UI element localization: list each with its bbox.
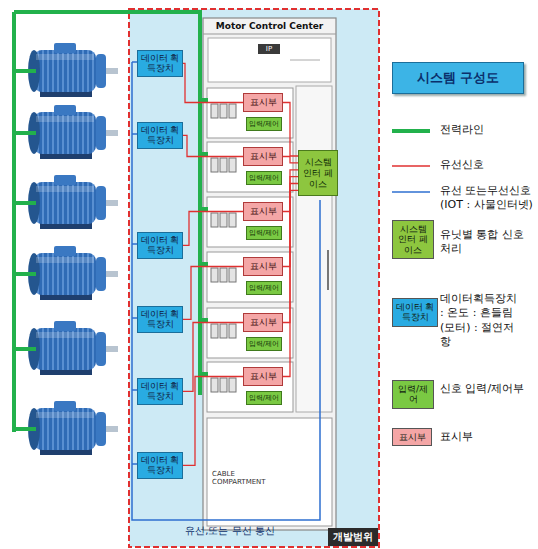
line-label: 유선,또는 무선 통신	[160, 524, 300, 538]
input-control-box: 입력/제어	[246, 226, 282, 240]
signal-line	[283, 157, 298, 163]
compartment-label: CABLE COMPARTMENT	[212, 470, 274, 486]
text: 표시부	[440, 430, 532, 444]
legend-text: 유선 또는무선신호 (IOT : 사물인터넷)	[440, 184, 535, 213]
text: 입력/제어	[248, 173, 280, 183]
text: 표시부	[245, 260, 281, 273]
legend-text: 신호 입력/제어부	[440, 382, 532, 396]
text: 표시부	[245, 150, 281, 163]
display-box: 표시부	[243, 313, 283, 332]
legend-sample-text: 표시부	[395, 432, 429, 442]
text: 유닛별 통합 신호처리	[440, 228, 532, 257]
legend-sample-text: 데이터 획득장치	[395, 302, 435, 323]
diagram-title: 시스템 구성도	[392, 62, 524, 94]
signal-line	[283, 190, 298, 376]
text: 데이터 획득장치	[140, 381, 180, 402]
text: 표시부	[245, 205, 281, 218]
text: 입력/제어	[248, 119, 280, 129]
text: 입력/제어	[248, 283, 280, 293]
input-control-box: 입력/제어	[246, 117, 282, 131]
text: 시스템 구성도	[395, 69, 521, 87]
text: 데이터 획득장치	[140, 53, 180, 74]
legend-swatch: 표시부	[392, 428, 432, 446]
motor-control-center: Motor Control Center표시부입력/제어표시부입력/제어표시부입…	[203, 18, 336, 530]
input-control-box: 입력/제어	[246, 337, 282, 351]
mcc-cabinet	[203, 18, 336, 530]
legend-text: 유선신호	[440, 158, 535, 172]
input-control-box: 입력/제어	[246, 391, 282, 405]
legend-sample-text: 시스템 인터 페이스	[395, 224, 431, 255]
signal-line	[283, 103, 298, 157]
signal-line	[183, 323, 243, 392]
ip-tag: IP	[258, 45, 280, 53]
legend-sample-text: 입력/제어	[395, 384, 431, 405]
ip-tag: IP	[258, 44, 280, 54]
data-acquisition-box: 데이터 획득장치	[137, 306, 183, 333]
text: 개발범위	[328, 528, 378, 546]
data-acquisition-box: 데이터 획득장치	[137, 232, 183, 259]
legend-swatch: 데이터 획득장치	[392, 298, 438, 327]
display-box: 표시부	[243, 257, 283, 276]
text: 입력/제어	[248, 228, 280, 238]
display-box: 표시부	[243, 367, 283, 386]
data-acquisition-box: 데이터 획득장치	[137, 50, 183, 77]
text: 표시부	[245, 370, 281, 383]
scope-region: 개발범위데이터 획득장치데이터 획득장치데이터 획득장치데이터 획득장치데이터 …	[128, 8, 380, 548]
input-control-box: 입력/제어	[246, 171, 282, 185]
motor-illustrations	[28, 43, 118, 455]
display-box: 표시부	[243, 147, 283, 166]
legend-text: 전력라인	[440, 123, 535, 137]
text: 시스템 인터 페이스	[301, 157, 335, 189]
text: 데이터 획득장치	[140, 309, 180, 330]
signal-line	[183, 377, 243, 466]
input-control-box: 입력/제어	[246, 281, 282, 295]
legend-text: 표시부	[440, 430, 532, 444]
legend-text: 유닛별 통합 신호처리	[440, 228, 532, 257]
text: 입력/제어	[248, 339, 280, 349]
signal-line	[183, 63, 243, 102]
legend-text: 데이터획득장치 : 온도 : 흔들림(모터) : 절연저항	[440, 292, 524, 349]
data-acquisition-box: 데이터 획득장치	[137, 122, 183, 149]
signal-line	[183, 267, 243, 320]
text: Motor Control Center	[203, 21, 336, 31]
text: 유선신호	[440, 158, 535, 172]
data-acquisition-box: 데이터 획득장치	[137, 452, 183, 479]
legend-line-samples	[392, 131, 430, 192]
text: 표시부	[245, 316, 281, 329]
data-acquisition-box: 데이터 획득장치	[137, 378, 183, 405]
compartment-label: CABLE COMPARTMENT	[212, 470, 274, 486]
signal-line	[183, 212, 243, 246]
line-label: 유선,또는 무선 통신	[160, 524, 300, 538]
text: 신호 입력/제어부	[440, 382, 532, 396]
wireless-line	[132, 62, 320, 520]
text: 데이터 획득장치	[140, 235, 180, 256]
display-box: 표시부	[243, 93, 283, 112]
text: 표시부	[245, 96, 281, 109]
power-line	[14, 12, 208, 432]
text: 입력/제어	[248, 393, 280, 403]
system-interface-box: 시스템 인터 페이스	[298, 150, 338, 196]
development-scope-region	[129, 9, 379, 547]
legend-swatch: 입력/제어	[392, 380, 434, 409]
text: 데이터 획득장치	[140, 455, 180, 476]
legend-swatch: 시스템 인터 페이스	[392, 220, 434, 259]
text: 데이터 획득장치	[140, 125, 180, 146]
signal-line	[183, 135, 243, 156]
display-box: 표시부	[243, 202, 283, 221]
text: 유선 또는무선신호 (IOT : 사물인터넷)	[440, 184, 535, 213]
text: 데이터획득장치 : 온도 : 흔들림(모터) : 절연저항	[440, 292, 524, 349]
text: 전력라인	[440, 123, 535, 137]
